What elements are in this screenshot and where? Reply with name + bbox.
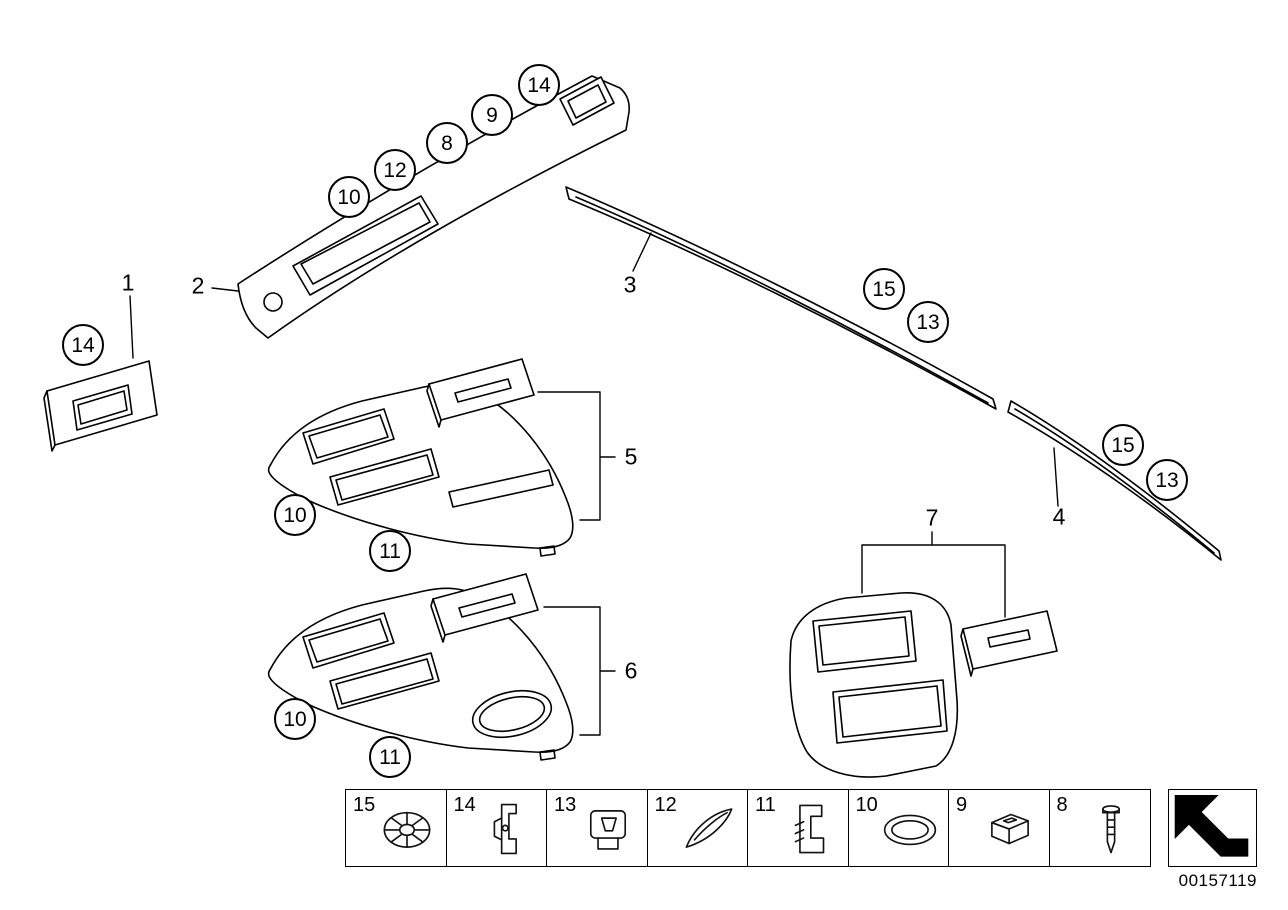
fasteners-legend: 15 14 13 12 bbox=[345, 789, 1151, 867]
callout-console5-10[interactable]: 10 bbox=[274, 494, 316, 536]
console-trim-6-art bbox=[267, 587, 574, 761]
part-label-7[interactable]: 7 bbox=[925, 504, 939, 531]
expansion-nut-icon bbox=[589, 810, 627, 850]
legend-item-15[interactable]: 15 bbox=[345, 789, 447, 867]
callout-strip3-15[interactable]: 15 bbox=[863, 268, 905, 310]
legend-number: 10 bbox=[855, 794, 878, 816]
dashboard-trim-art bbox=[237, 75, 630, 339]
direction-arrow-box bbox=[1168, 789, 1257, 867]
callout-label: 10 bbox=[283, 707, 307, 731]
legend-item-10[interactable]: 10 bbox=[847, 789, 950, 867]
callout-dashboard-10[interactable]: 10 bbox=[328, 176, 370, 218]
callout-dashboard-14[interactable]: 14 bbox=[518, 64, 560, 106]
doc-number: 00157119 bbox=[1178, 871, 1257, 890]
legend-item-8[interactable]: 8 bbox=[1048, 789, 1151, 867]
callout-console6-10[interactable]: 10 bbox=[274, 698, 316, 740]
part-label-6[interactable]: 6 bbox=[624, 657, 638, 684]
part-label-1[interactable]: 1 bbox=[121, 269, 135, 296]
console-trim-5-art bbox=[267, 383, 574, 557]
callout-left-panel-14[interactable]: 14 bbox=[62, 324, 104, 366]
console-lid-6-art bbox=[430, 573, 539, 643]
part-label-4[interactable]: 4 bbox=[1052, 503, 1066, 530]
legend-number: 8 bbox=[1056, 794, 1068, 816]
callout-strip4-13[interactable]: 13 bbox=[1146, 459, 1188, 501]
callout-label: 8 bbox=[441, 131, 453, 155]
leader-lines bbox=[129, 232, 1059, 736]
callout-label: 11 bbox=[379, 745, 401, 769]
legend-number: 14 bbox=[453, 794, 476, 816]
callout-console5-11[interactable]: 11 bbox=[369, 530, 411, 572]
cage-nut-icon bbox=[991, 813, 1029, 845]
part-label-3[interactable]: 3 bbox=[623, 271, 637, 298]
door-strip-4-art bbox=[1007, 400, 1222, 561]
callout-label: 15 bbox=[872, 277, 896, 301]
legend-item-12[interactable]: 12 bbox=[646, 789, 749, 867]
callout-label: 10 bbox=[283, 503, 307, 527]
callout-label: 11 bbox=[379, 539, 401, 563]
callout-strip4-15[interactable]: 15 bbox=[1102, 424, 1144, 466]
console-lid-7-art bbox=[960, 610, 1058, 677]
legend-number: 12 bbox=[654, 794, 677, 816]
legend-number: 15 bbox=[353, 794, 376, 816]
door-strip-3-art bbox=[565, 186, 997, 410]
legend-item-11[interactable]: 11 bbox=[747, 789, 849, 867]
legend-number: 11 bbox=[755, 794, 776, 816]
callout-strip3-13[interactable]: 13 bbox=[907, 301, 949, 343]
oval-cap-icon bbox=[883, 814, 936, 846]
callout-dashboard-9[interactable]: 9 bbox=[471, 94, 513, 136]
grommet-icon bbox=[383, 811, 431, 848]
legend-number: 9 bbox=[956, 794, 968, 816]
legend-number: 13 bbox=[554, 794, 577, 816]
callout-label: 10 bbox=[337, 185, 361, 209]
part-label-5[interactable]: 5 bbox=[624, 443, 638, 470]
callout-label: 13 bbox=[916, 310, 940, 334]
callout-label: 13 bbox=[1155, 468, 1179, 492]
callout-label: 14 bbox=[527, 73, 551, 97]
legend-item-14[interactable]: 14 bbox=[445, 789, 548, 867]
callout-label: 9 bbox=[486, 103, 498, 127]
callout-dashboard-12[interactable]: 12 bbox=[374, 149, 416, 191]
legend-item-9[interactable]: 9 bbox=[948, 789, 1050, 867]
callout-label: 15 bbox=[1111, 433, 1135, 457]
spring-clip-icon bbox=[685, 808, 732, 848]
retaining-clip-icon bbox=[493, 803, 517, 855]
callout-dashboard-8[interactable]: 8 bbox=[426, 122, 468, 164]
left-trim-panel-art bbox=[43, 360, 158, 452]
part-label-2[interactable]: 2 bbox=[191, 272, 205, 299]
console-lid-5-art bbox=[426, 358, 535, 428]
sheet-clip-icon bbox=[794, 804, 825, 854]
legend-item-13[interactable]: 13 bbox=[546, 789, 648, 867]
expanding-rivet-icon bbox=[1101, 805, 1120, 854]
callout-console6-11[interactable]: 11 bbox=[369, 736, 411, 778]
console-trim-7-art bbox=[789, 592, 959, 778]
callout-label: 14 bbox=[71, 333, 95, 357]
callout-label: 12 bbox=[383, 158, 407, 182]
direction-arrow-icon bbox=[1174, 795, 1249, 857]
